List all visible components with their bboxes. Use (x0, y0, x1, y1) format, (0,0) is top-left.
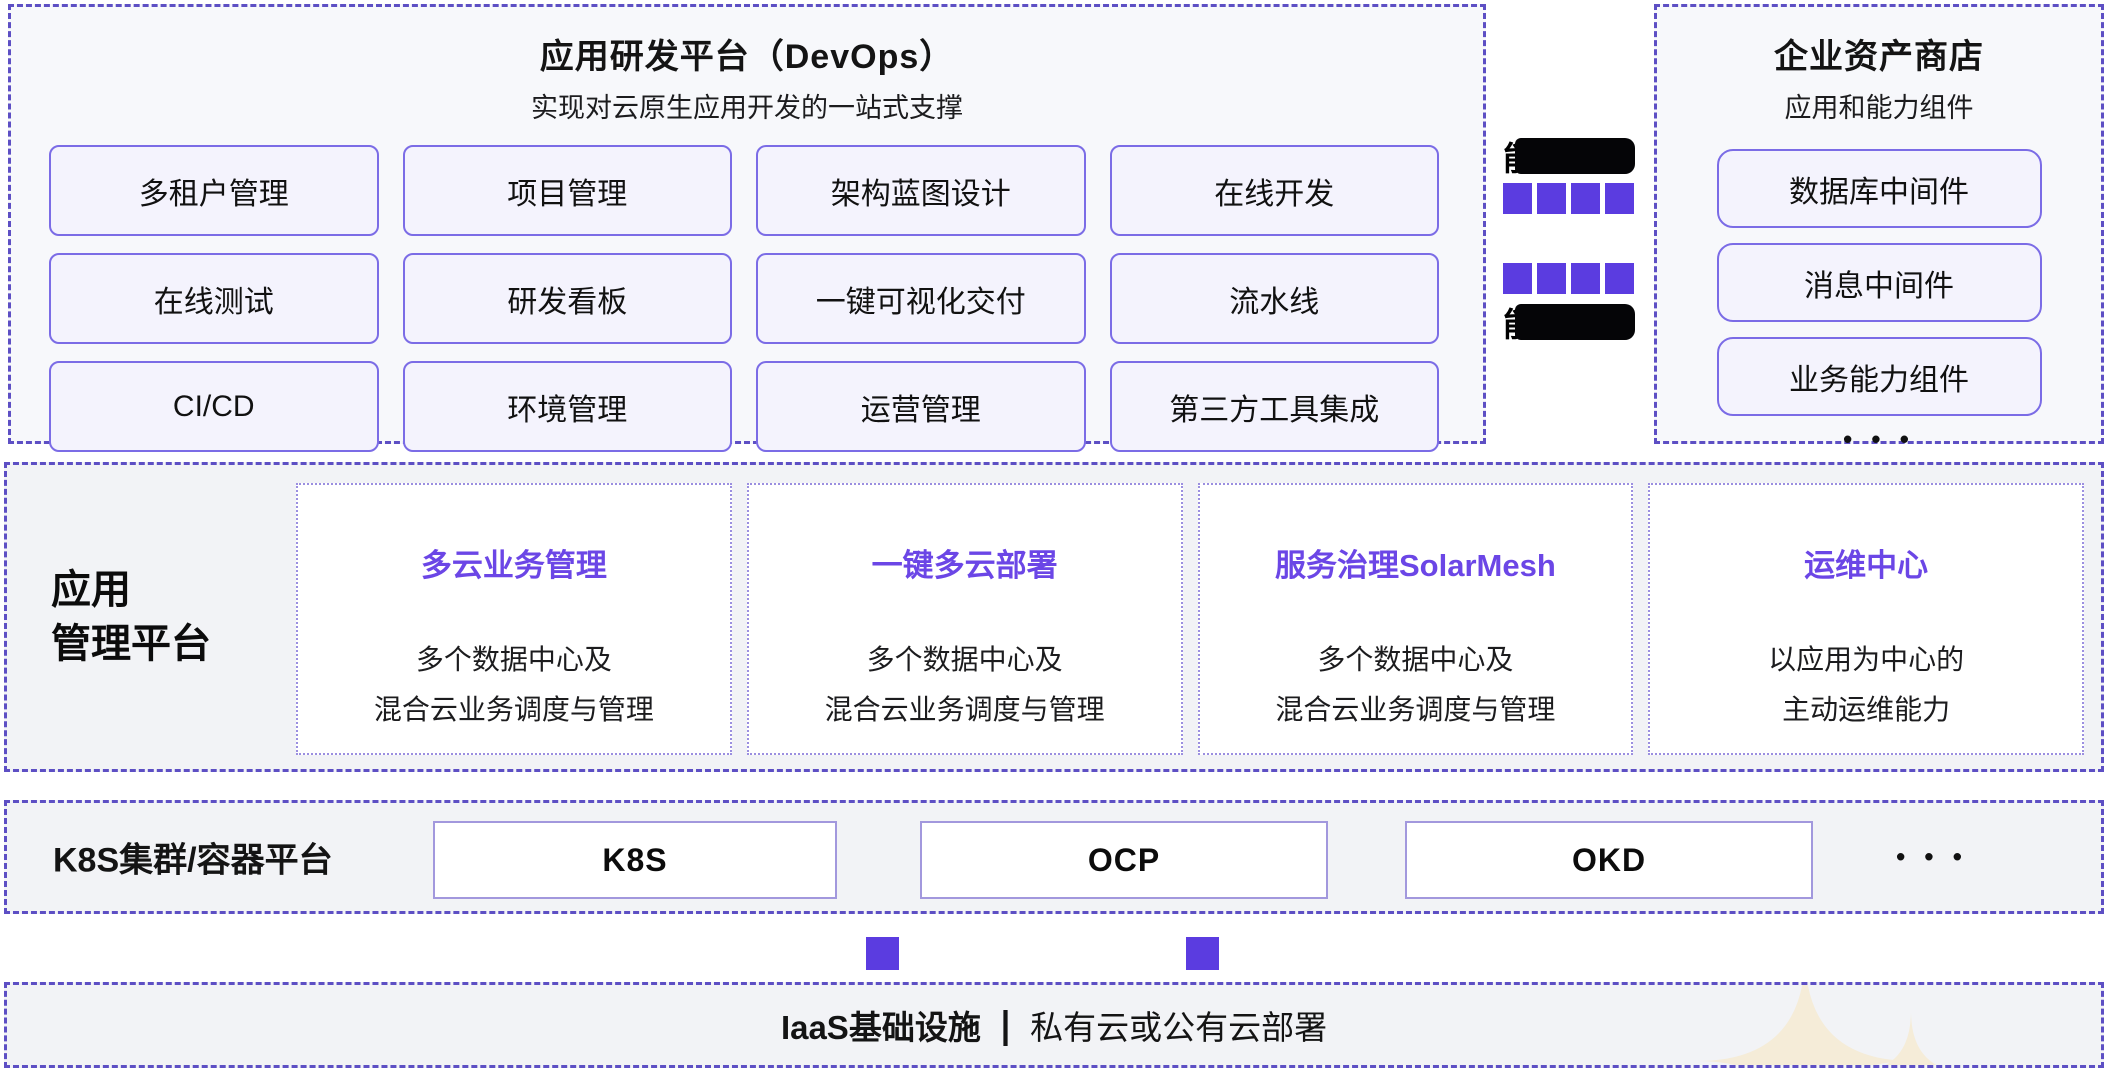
card-desc-line: 多个数据中心及 (415, 644, 612, 675)
iaas-separator: | (1000, 1003, 1011, 1046)
arrow-square (1503, 183, 1532, 214)
k8s-band-ellipsis: • • • (1896, 841, 1968, 872)
band-connector-square (866, 937, 899, 970)
asset-store-ellipsis: • • • (1843, 424, 1915, 454)
card-title: 一键多云部署 (871, 548, 1058, 583)
k8s-band-label: K8S集群/容器平台 (53, 841, 333, 880)
devops-capability-chip: 第三方工具集成 (1109, 361, 1439, 452)
arrow-squares-row-top (1503, 183, 1635, 214)
asset-store-chip: 消息中间件 (1716, 243, 2042, 322)
arrow-square (1605, 263, 1634, 294)
app-management-label-line1: 应用 (51, 568, 131, 612)
k8s-box: K8S (433, 821, 837, 899)
devops-capability-chip: 流水线 (1109, 253, 1439, 344)
devops-capability-chip: 项目管理 (402, 145, 732, 236)
arrow-square (1537, 263, 1566, 294)
redaction-bar (1515, 304, 1635, 340)
asset-store-title: 企业资产商店 (1774, 38, 1984, 76)
asset-store-items: 数据库中间件 消息中间件 业务能力组件 (1657, 149, 2101, 416)
card-description: 多个数据中心及 混合云业务调度与管理 (298, 635, 730, 736)
redacted-label-top: 能 (1503, 138, 1635, 177)
card-desc-line: 混合云业务调度与管理 (373, 694, 654, 726)
devops-capability-chip: 架构蓝图设计 (756, 145, 1086, 236)
capability-exchange-connector: 能 能 (1486, 4, 1654, 444)
devops-panel-subtitle: 实现对云原生应用开发的一站式支撑 (531, 93, 963, 123)
devops-capability-grid: 多租户管理 项目管理 架构蓝图设计 在线开发 在线测试 研发看板 一键可视化交付… (49, 145, 1439, 452)
asset-store-subtitle: 应用和能力组件 (1784, 93, 1974, 123)
devops-capability-chip: 研发看板 (402, 253, 732, 344)
card-desc-line: 以应用为中心的 (1768, 644, 1965, 675)
app-management-band: 应用 管理平台 多云业务管理 多个数据中心及 混合云业务调度与管理 一键多云部署… (4, 462, 2104, 772)
iaas-deployment-label: 私有云或公有云部署 (1030, 1009, 1328, 1046)
card-desc-line: 混合云业务调度与管理 (1275, 694, 1556, 726)
app-management-card: 服务治理SolarMesh 多个数据中心及 混合云业务调度与管理 (1197, 483, 1634, 755)
card-title: 服务治理SolarMesh (1274, 548, 1556, 583)
k8s-container-band: K8S集群/容器平台 K8S OCP OKD • • • (4, 800, 2104, 914)
card-title: 多云业务管理 (420, 548, 607, 583)
app-management-label-line2: 管理平台 (51, 622, 211, 666)
devops-capability-chip: 运营管理 (756, 361, 1086, 452)
devops-capability-chip: 环境管理 (402, 361, 732, 452)
redaction-bar (1515, 138, 1635, 174)
arrow-square (1571, 263, 1600, 294)
ocp-box: OCP (920, 821, 1328, 899)
card-desc-line: 多个数据中心及 (1317, 644, 1514, 675)
devops-capability-chip: 在线开发 (1109, 145, 1439, 236)
app-management-card: 多云业务管理 多个数据中心及 混合云业务调度与管理 (296, 483, 732, 755)
band-connector-square (1186, 937, 1219, 970)
card-description: 以应用为中心的 主动运维能力 (1650, 635, 2082, 736)
arrow-square (1605, 183, 1634, 214)
app-management-card: 运维中心 以应用为中心的 主动运维能力 (1648, 483, 2084, 755)
card-desc-line: 混合云业务调度与管理 (824, 694, 1105, 726)
arrow-square (1537, 183, 1566, 214)
card-title: 运维中心 (1804, 548, 1929, 583)
asset-store-chip: 业务能力组件 (1716, 337, 2042, 416)
app-management-cards: 多云业务管理 多个数据中心及 混合云业务调度与管理 一键多云部署 多个数据中心及… (296, 483, 2084, 755)
redacted-label-bottom: 能 (1503, 304, 1635, 343)
devops-capability-chip: 多租户管理 (49, 145, 379, 236)
app-management-label: 应用 管理平台 (51, 563, 211, 671)
devops-capability-chip: 在线测试 (49, 253, 379, 344)
asset-store-panel: 企业资产商店 应用和能力组件 数据库中间件 消息中间件 业务能力组件 • • • (1654, 4, 2104, 454)
arrow-square (1571, 183, 1600, 214)
sparkle-watermark (1697, 985, 1937, 1065)
devops-capability-chip: CI/CD (49, 361, 379, 452)
app-management-card: 一键多云部署 多个数据中心及 混合云业务调度与管理 (746, 483, 1183, 755)
okd-box: OKD (1405, 821, 1813, 899)
devops-platform-panel: 应用研发平台（DevOps） 实现对云原生应用开发的一站式支撑 多租户管理 项目… (8, 4, 1486, 452)
iaas-label-group: IaaS基础设施 | 私有云或公有云部署 (7, 985, 2101, 1065)
arrow-square (1503, 263, 1532, 294)
card-description: 多个数据中心及 混合云业务调度与管理 (1200, 635, 1632, 736)
iaas-label: IaaS基础设施 (780, 1009, 981, 1046)
devops-capability-chip: 一键可视化交付 (756, 253, 1086, 344)
devops-panel-title: 应用研发平台（DevOps） (539, 38, 955, 76)
arrow-squares-row-bottom (1503, 263, 1635, 294)
card-desc-line: 主动运维能力 (1782, 694, 1951, 726)
card-description: 多个数据中心及 混合云业务调度与管理 (749, 635, 1181, 736)
asset-store-chip: 数据库中间件 (1716, 149, 2042, 228)
iaas-band: IaaS基础设施 | 私有云或公有云部署 (4, 982, 2104, 1068)
card-desc-line: 多个数据中心及 (866, 644, 1063, 675)
